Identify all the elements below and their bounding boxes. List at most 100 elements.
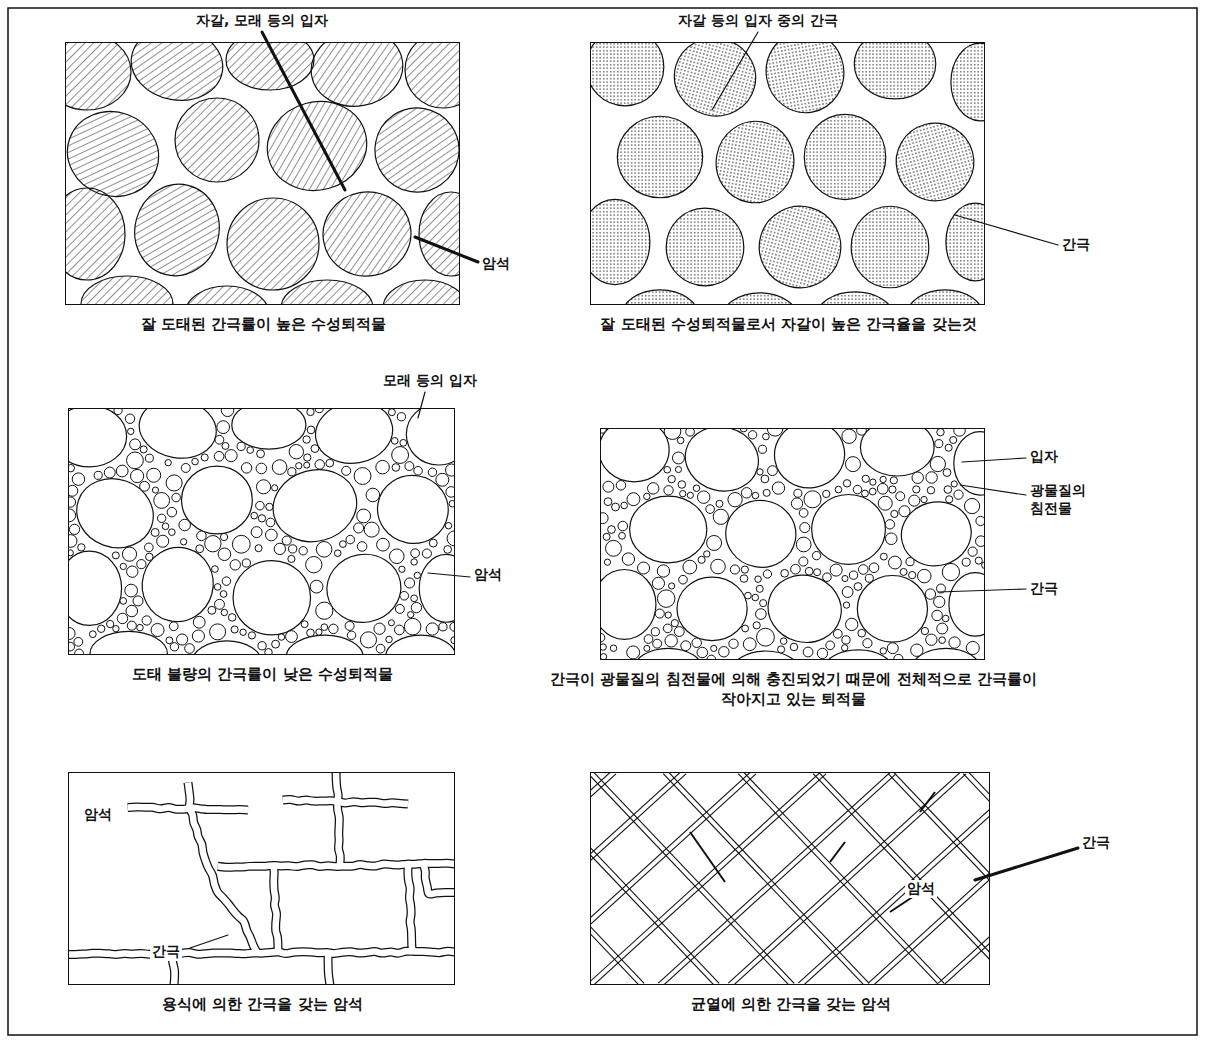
small-grain xyxy=(78,544,85,551)
grain xyxy=(760,42,851,119)
small-grain xyxy=(289,545,297,553)
grain xyxy=(419,554,455,622)
small-grain xyxy=(94,471,102,479)
small-grain xyxy=(411,595,418,602)
grain xyxy=(316,185,417,283)
small-grain xyxy=(215,599,225,609)
small-grain xyxy=(157,535,169,547)
small-grain xyxy=(357,509,371,523)
hairline-crack xyxy=(690,832,725,882)
small-grain xyxy=(680,491,686,497)
fractures xyxy=(590,772,990,985)
grain xyxy=(949,573,985,637)
grain-group xyxy=(590,42,985,305)
sample-panel: 잘 도태된 수성퇴적물로서 자갈이 높은 간극율을 갖는것 xyxy=(590,42,985,305)
small-grain xyxy=(728,492,742,506)
small-grain xyxy=(210,624,226,640)
small-grain xyxy=(340,541,347,548)
small-grain xyxy=(772,482,784,494)
small-grain xyxy=(232,535,250,553)
small-grain xyxy=(289,445,303,459)
small-grain xyxy=(757,469,763,475)
small-grain xyxy=(157,514,165,522)
grain xyxy=(721,293,799,305)
small-grain xyxy=(360,632,376,648)
small-grain xyxy=(757,628,775,646)
small-grain xyxy=(870,479,876,485)
small-grain xyxy=(756,609,767,620)
small-grain xyxy=(151,623,164,636)
small-grain xyxy=(181,463,190,472)
small-grain xyxy=(964,498,979,513)
small-grain xyxy=(743,638,756,651)
small-grain xyxy=(812,551,820,559)
small-grain xyxy=(668,475,675,482)
grain-group xyxy=(600,428,985,660)
fracture-line xyxy=(592,772,794,983)
small-grain xyxy=(949,637,960,648)
small-grain xyxy=(672,452,684,464)
small-grain xyxy=(934,596,945,607)
small-grain xyxy=(278,634,284,640)
small-grain xyxy=(222,442,229,449)
small-grain xyxy=(116,465,128,477)
small-grain xyxy=(74,637,83,646)
small-grain xyxy=(755,576,762,583)
small-grain xyxy=(692,638,701,647)
small-grain xyxy=(399,566,405,572)
grain xyxy=(954,432,985,496)
small-grain xyxy=(790,643,798,651)
leader-line xyxy=(975,848,1078,880)
small-grain xyxy=(741,488,751,498)
small-grain xyxy=(307,426,315,434)
fracture-line xyxy=(732,774,966,985)
sample-panel: 균열에 의한 간극을 갖는 암석 xyxy=(590,772,990,985)
small-grain xyxy=(172,493,181,502)
sample-panel: 간극이 광물질의 침전물에 의해 충진되었기 때문에 전체적으로 간극률이 작아… xyxy=(600,428,985,660)
small-grain xyxy=(664,428,681,439)
small-grain xyxy=(106,620,113,627)
small-grain xyxy=(394,625,404,635)
small-grain xyxy=(237,442,245,450)
panel-caption: 간극이 광물질의 침전물에 의해 충진되었기 때문에 전체적으로 간극률이 작아… xyxy=(541,669,1046,710)
small-grain xyxy=(935,440,943,448)
small-grain xyxy=(347,631,355,639)
small-grain xyxy=(392,464,400,472)
grain xyxy=(265,460,365,550)
small-grain xyxy=(205,536,221,552)
small-grain xyxy=(652,577,664,589)
small-grain xyxy=(826,641,835,650)
small-grain xyxy=(214,584,221,591)
part-label: 간극 xyxy=(1080,834,1112,852)
sample-panel: 용식에 의한 간극을 갖는 암석 xyxy=(68,772,455,985)
grain xyxy=(851,206,929,287)
small-grain xyxy=(880,476,886,482)
small-grain xyxy=(610,645,616,651)
small-grain xyxy=(400,591,409,600)
small-grain xyxy=(215,435,224,444)
grain xyxy=(621,290,699,305)
small-grain xyxy=(675,466,681,472)
small-grain xyxy=(889,556,902,569)
small-grain xyxy=(862,475,869,482)
grain xyxy=(406,408,455,465)
part-label: 간극 xyxy=(1060,236,1092,254)
small-grain xyxy=(408,612,414,618)
small-grain xyxy=(644,635,653,644)
small-grain xyxy=(932,610,942,620)
small-grain xyxy=(748,431,756,439)
small-grain xyxy=(706,505,715,514)
small-grain xyxy=(286,631,298,643)
small-grain xyxy=(334,550,341,557)
small-grain xyxy=(220,533,227,540)
small-grain xyxy=(921,627,928,634)
small-grain xyxy=(228,614,236,622)
grain xyxy=(419,192,460,276)
small-grain xyxy=(781,569,789,577)
small-grain xyxy=(422,549,431,558)
small-grain xyxy=(891,510,898,517)
small-grain xyxy=(133,596,143,606)
small-grain xyxy=(843,480,850,487)
small-grain xyxy=(889,486,896,493)
grain xyxy=(368,101,460,198)
